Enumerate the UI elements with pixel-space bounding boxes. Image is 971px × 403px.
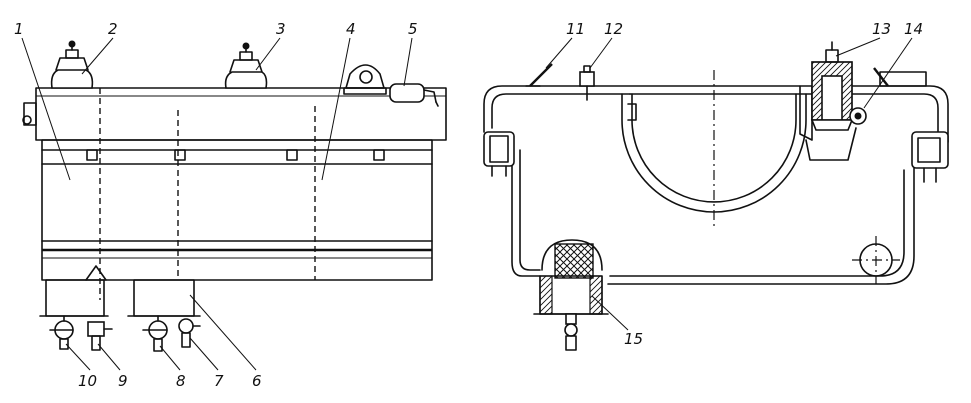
callout-4: 4: [346, 20, 356, 38]
callout-7: 7: [214, 372, 224, 390]
callout-15: 15: [624, 330, 643, 348]
component-5: [389, 83, 439, 107]
insulator-3: [224, 42, 268, 89]
callout-12: 12: [604, 20, 623, 38]
callout-13: 13: [872, 20, 891, 38]
callout-3: 3: [276, 20, 286, 38]
lifting-eye: [343, 64, 387, 95]
callout-1: 1: [14, 20, 24, 38]
section-view: [483, 37, 949, 351]
callout-11: 11: [566, 20, 585, 38]
left-fitting: [483, 131, 515, 177]
valve-7: [178, 318, 201, 348]
valve-10: [49, 315, 74, 350]
assembly-13: [799, 41, 857, 161]
tank-shell-outer: [483, 85, 949, 285]
valve-9: [87, 321, 113, 351]
assembly-14: [849, 67, 927, 125]
callout-8: 8: [176, 372, 186, 390]
drain-port: [852, 236, 900, 284]
lower-box-left: [45, 279, 105, 317]
callout-6: 6: [252, 372, 262, 390]
valve-8: [142, 315, 168, 352]
bolt-row: [86, 149, 385, 161]
callout-14: 14: [904, 20, 923, 38]
lower-box-right: [133, 279, 195, 317]
filter-15: [533, 239, 609, 351]
callout-5: 5: [408, 20, 418, 38]
part-11: [525, 63, 553, 87]
callout-10: 10: [78, 372, 97, 390]
callout-2: 2: [108, 20, 118, 38]
right-fitting: [911, 131, 949, 183]
side-view: [21, 37, 447, 371]
part-12: [579, 65, 595, 101]
tank-body: [41, 139, 433, 281]
insulator-2: [50, 40, 94, 89]
callout-labels: 1 2 3 4 5 6 7 8 9 10 11 12 13 14 15: [14, 20, 923, 390]
callout-9: 9: [118, 372, 128, 390]
